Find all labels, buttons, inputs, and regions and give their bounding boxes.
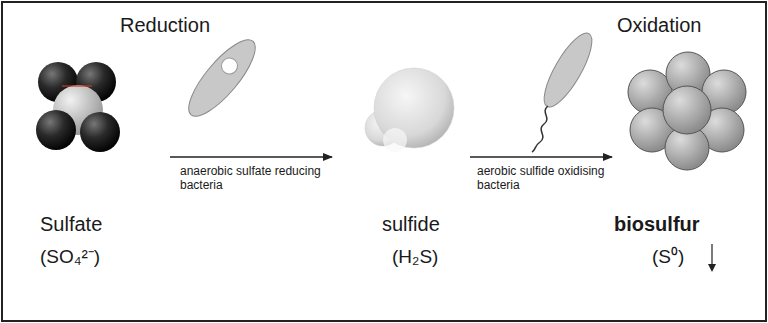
organism-label: aerobic sulfide oxidising bacteria — [477, 165, 607, 193]
sulfur-cluster — [628, 52, 746, 170]
chemical-formula: (H₂S) — [392, 246, 438, 268]
sulfide-molecule — [365, 68, 454, 152]
process-heading: Oxidation — [617, 14, 702, 37]
sulfate-reducing-bacterium — [179, 31, 265, 125]
sulfide-oxidising-bacterium — [532, 27, 600, 152]
organism-label: anaerobic sulfate reducing bacteria — [180, 165, 330, 193]
chemical-formula: (S⁰) — [652, 246, 684, 268]
settling-arrow — [708, 244, 716, 272]
process-heading: Reduction — [120, 14, 210, 37]
sulfate-molecule — [36, 62, 120, 152]
chemical-formula: (SO₄²⁻) — [40, 246, 100, 268]
reaction-arrow — [170, 156, 332, 158]
reaction-arrow — [470, 156, 612, 158]
compound-name: sulfide — [382, 213, 440, 236]
compound-name: Sulfate — [40, 213, 102, 236]
compound-name: biosulfur — [614, 213, 700, 236]
